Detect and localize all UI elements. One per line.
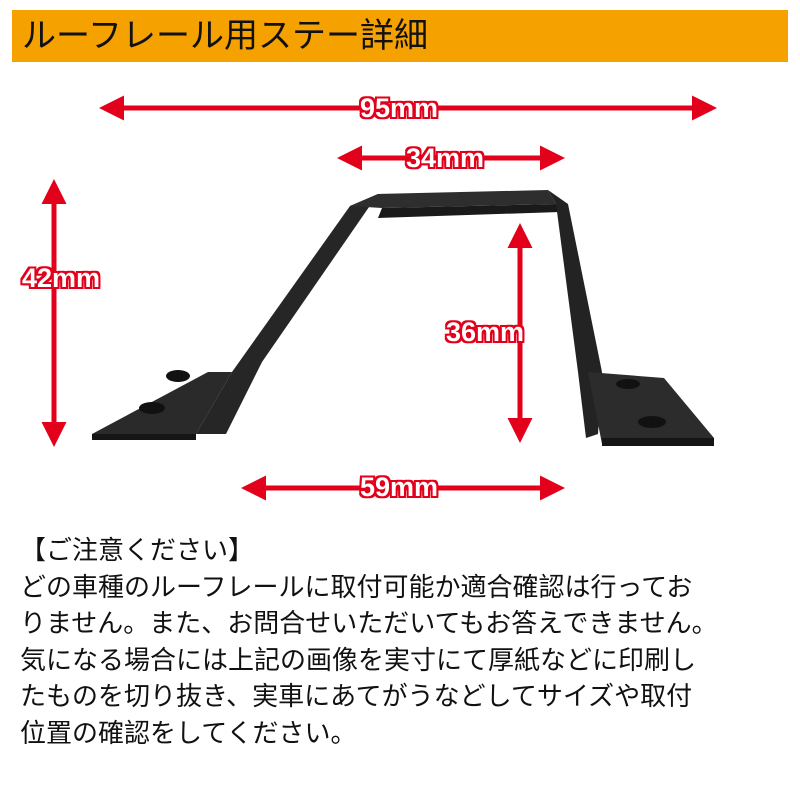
dim-label-95mm: 95mm: [360, 93, 439, 123]
bracket-left-foot: [92, 372, 232, 434]
bracket-right-foot: [588, 372, 714, 444]
bracket-diagram: [41, 95, 717, 501]
dim-label-42mm: 42mm: [22, 263, 101, 293]
notice-heading: 【ご注意ください】: [20, 536, 255, 566]
dim-label-59mm: 59mm: [360, 472, 439, 502]
notice-text: 【ご注意ください】 どの車種のルーフレールに取付可能か適合確認は行ってお りませ…: [20, 533, 790, 752]
hole-left-front: [139, 402, 165, 414]
notice-line: 位置の確認をしてください。: [20, 718, 357, 749]
dim-label-34mm: 34mm: [406, 143, 485, 173]
bracket-top-plate: [350, 190, 556, 208]
bracket-figure: 95mm 34mm 42mm 36mm 59mm: [0, 72, 800, 512]
notice-line: どの車種のルーフレールに取付可能か適合確認は行ってお: [20, 572, 693, 603]
hole-right-back: [616, 379, 640, 389]
hole-right-front: [638, 416, 666, 428]
notice-line: たものを切り抜き、実車にあてがうなどしてサイズや取付: [20, 682, 693, 712]
header-bar: ルーフレール用ステー詳細: [12, 10, 788, 62]
dim-label-36mm: 36mm: [446, 317, 525, 347]
bracket-left-slope: [196, 194, 378, 434]
bracket-right-vertical: [548, 190, 602, 438]
notice-line: りません。また、お問合せいただいてもお答えできません。: [20, 609, 718, 639]
notice-line: 気になる場合には上記の画像を実寸にて厚紙などに印刷し: [20, 645, 697, 676]
bracket-image: [92, 190, 714, 446]
page-title: ルーフレール用ステー詳細: [22, 16, 428, 56]
hole-left-back: [166, 370, 190, 382]
